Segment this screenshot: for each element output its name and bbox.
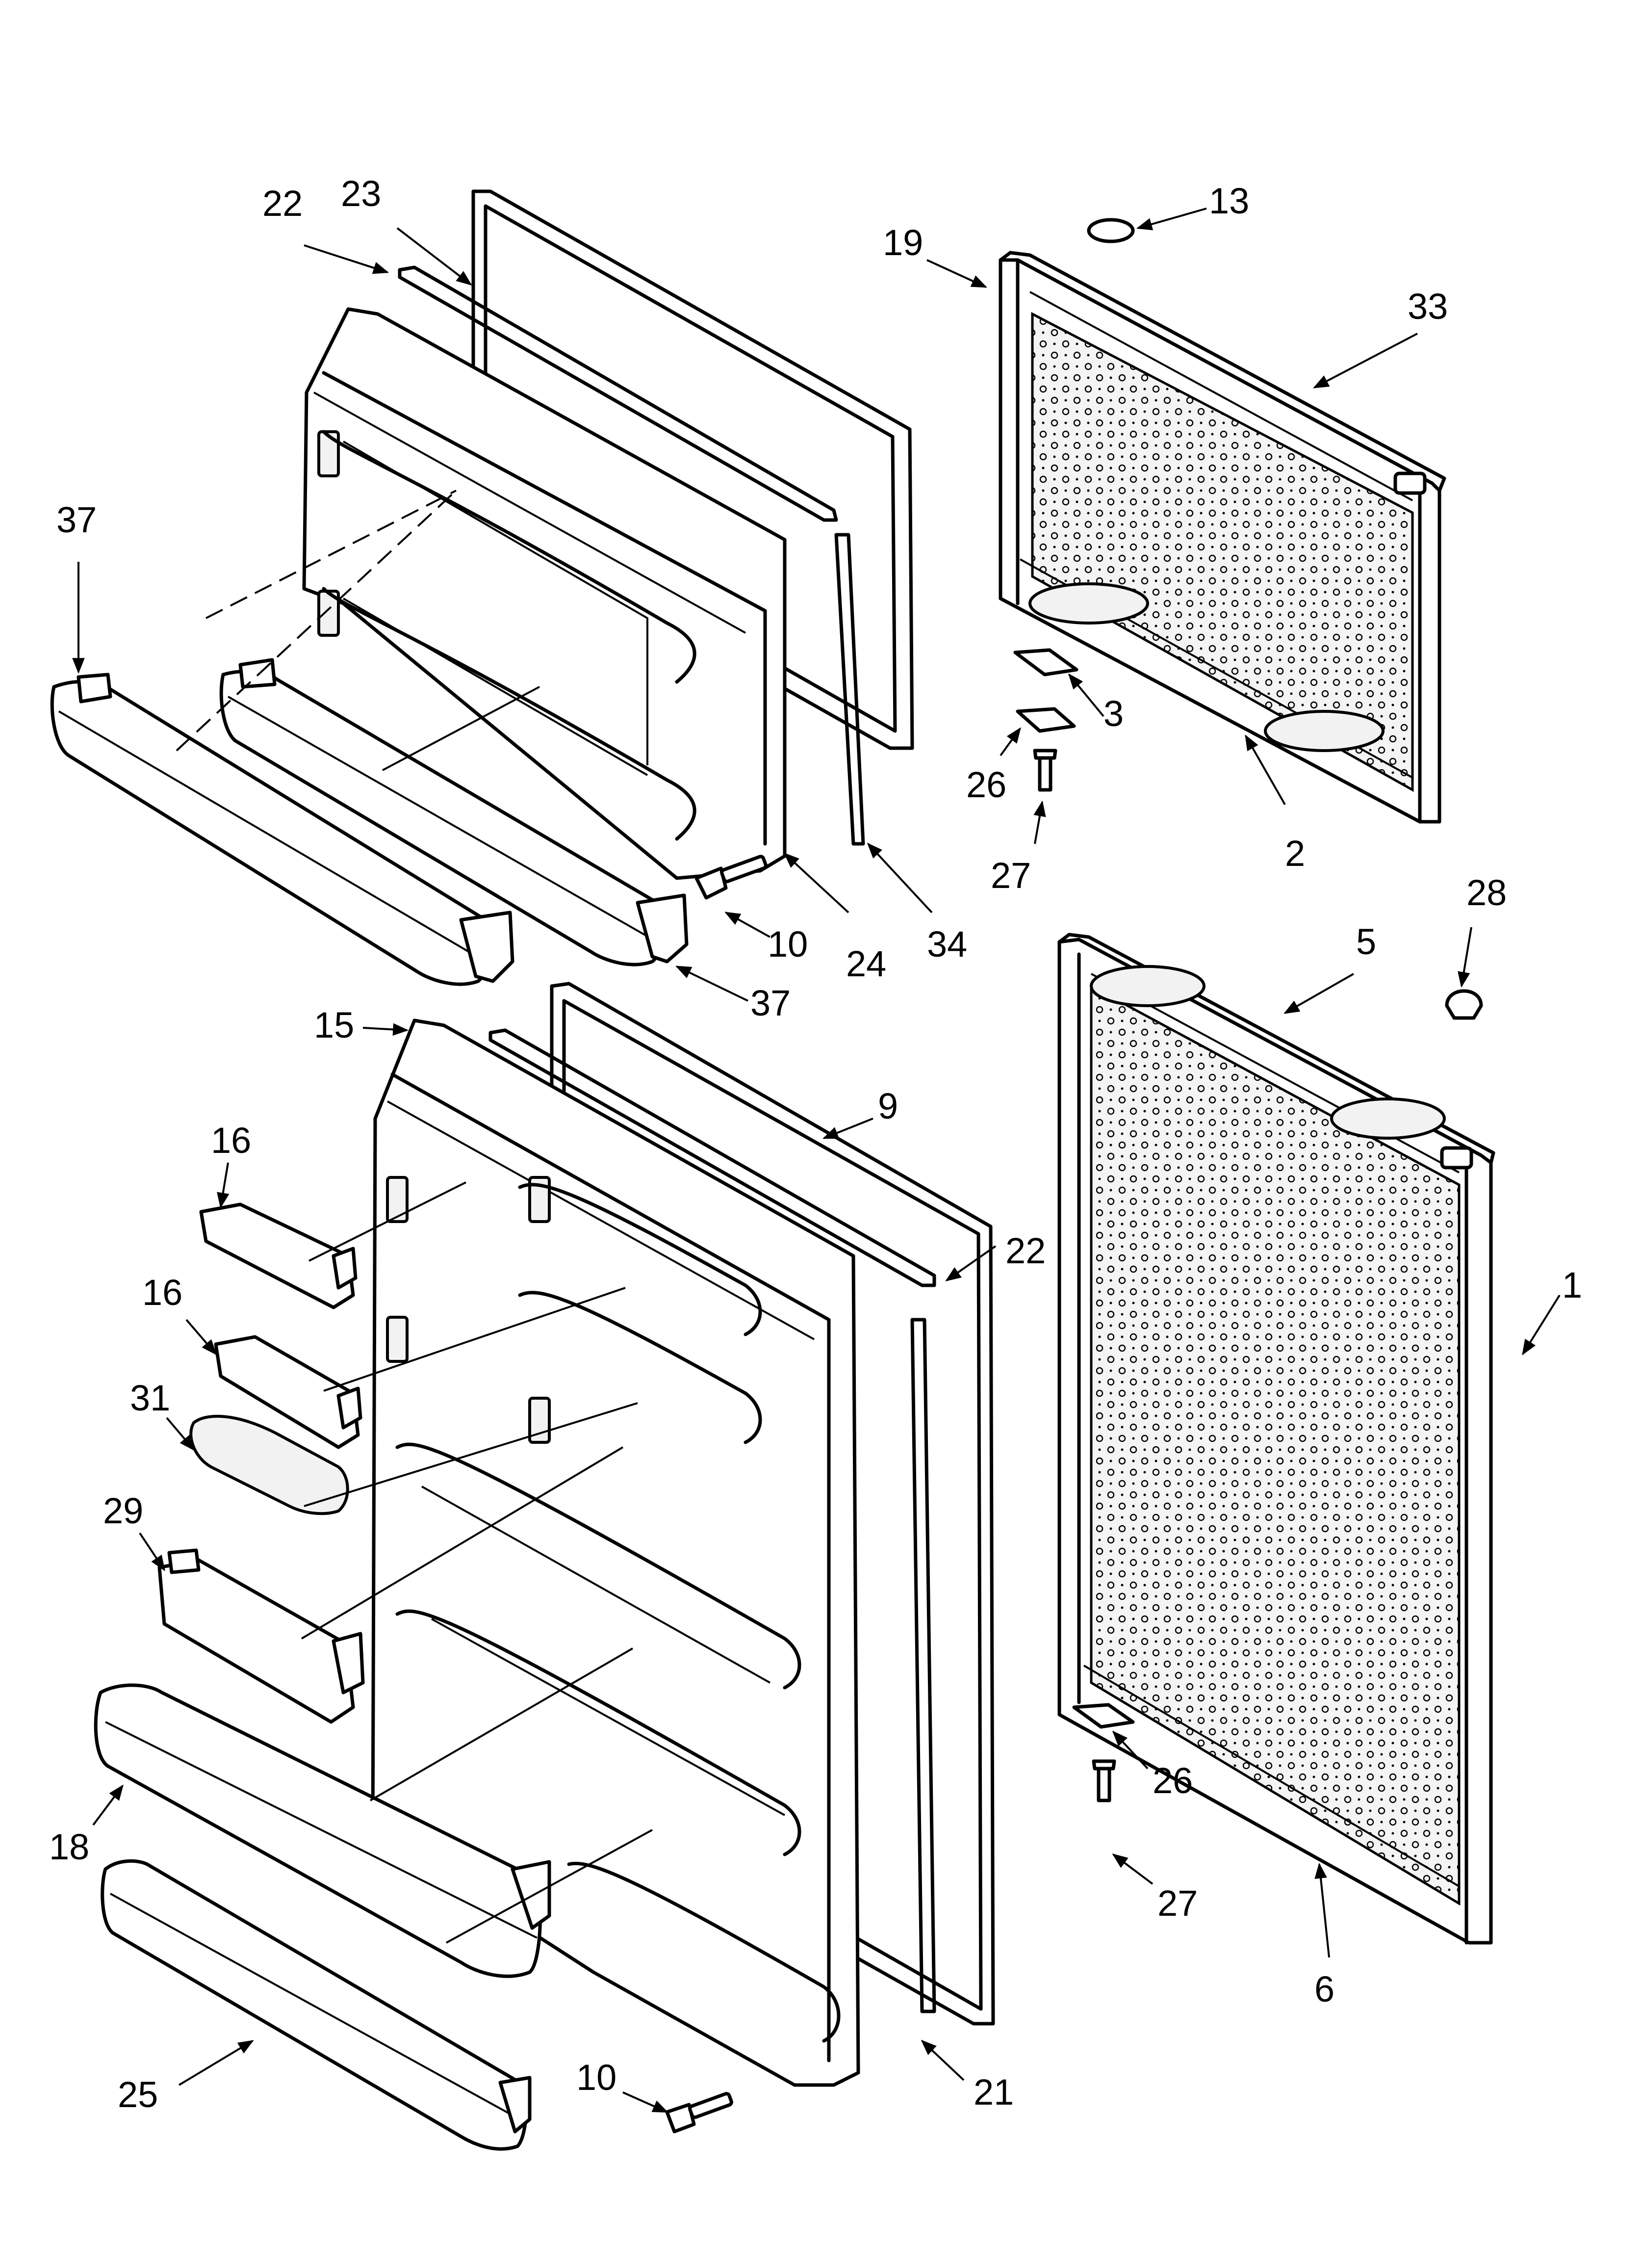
callout-29: 29 <box>103 1490 143 1531</box>
callout-28: 28 <box>1466 872 1507 913</box>
callout-18: 18 <box>49 1826 89 1867</box>
callout-numbers: 13 19 33 22 23 37 3 26 2 27 10 24 34 37 … <box>49 173 1582 2115</box>
callout-19: 19 <box>883 222 923 263</box>
door-bin-29 <box>157 1548 365 1724</box>
callout-26-lower: 26 <box>1153 1760 1193 1801</box>
callout-21: 21 <box>974 2072 1014 2112</box>
door-bin-assembly-lines <box>301 1181 653 1944</box>
callout-37-lower: 37 <box>750 983 791 1023</box>
fresh-food-door-liner <box>371 1018 860 2087</box>
freezer-door-shelf-upper <box>50 673 514 986</box>
butter-dish-31 <box>189 1414 349 1515</box>
callout-34: 34 <box>927 924 967 965</box>
freezer-gasket-strips <box>398 265 865 846</box>
hinge-bracket-3 <box>1013 648 1078 677</box>
callout-27-lower: 27 <box>1157 1883 1198 1924</box>
callout-3: 3 <box>1103 693 1124 734</box>
callout-9: 9 <box>878 1086 898 1126</box>
fresh-food-gasket-strips <box>488 1028 936 2013</box>
screw-27-lower <box>1097 1764 1111 1802</box>
callout-33: 33 <box>1408 286 1448 327</box>
callout-10-upper: 10 <box>768 924 808 965</box>
callout-16-lower: 16 <box>142 1272 182 1313</box>
door-bin-25 <box>101 1859 532 2151</box>
hinge-pin-26 <box>1016 707 1076 733</box>
lower-hinge-parts <box>1072 989 1483 1802</box>
callout-26-upper: 26 <box>966 764 1006 805</box>
callout-15: 15 <box>314 1005 354 1045</box>
callout-24: 24 <box>846 943 886 984</box>
hinge-pin-26-lower <box>1072 1703 1135 1729</box>
freezer-door-shelf-lower <box>219 658 689 966</box>
callout-10-lower: 10 <box>576 2057 616 2098</box>
shelf-assembly-line-c <box>382 686 540 771</box>
screw-10-upper <box>694 855 768 900</box>
door-bin-18 <box>94 1683 551 1978</box>
callout-37-upper: 37 <box>56 499 97 540</box>
screw-27 <box>1038 754 1052 792</box>
callout-23: 23 <box>341 173 381 214</box>
shelf-assembly-line-b <box>205 490 457 619</box>
callout-13: 13 <box>1209 181 1249 221</box>
callout-2: 2 <box>1285 833 1305 874</box>
freezer-hinge-parts <box>1013 218 1135 792</box>
fresh-food-door-outer-panel <box>1057 933 1495 1945</box>
callout-22-lower: 22 <box>1005 1230 1046 1271</box>
door-bin-16-upper <box>199 1202 358 1309</box>
callout-6: 6 <box>1314 1969 1334 2009</box>
callout-31: 31 <box>130 1378 170 1418</box>
door-bin-16-lower <box>214 1335 362 1449</box>
freezer-door-outer-panel <box>999 251 1446 824</box>
callout-25: 25 <box>118 2074 158 2115</box>
leader-lines <box>72 208 1561 2113</box>
callout-22-upper: 22 <box>262 183 303 224</box>
plug-28 <box>1445 989 1483 1020</box>
callout-1: 1 <box>1562 1265 1582 1305</box>
plug-13 <box>1087 218 1135 243</box>
shelf-assembly-line-a <box>176 490 457 752</box>
callout-5: 5 <box>1356 921 1376 962</box>
screw-10-lower <box>665 2092 733 2134</box>
callout-16-upper: 16 <box>211 1120 251 1161</box>
callout-27-upper: 27 <box>991 855 1031 896</box>
